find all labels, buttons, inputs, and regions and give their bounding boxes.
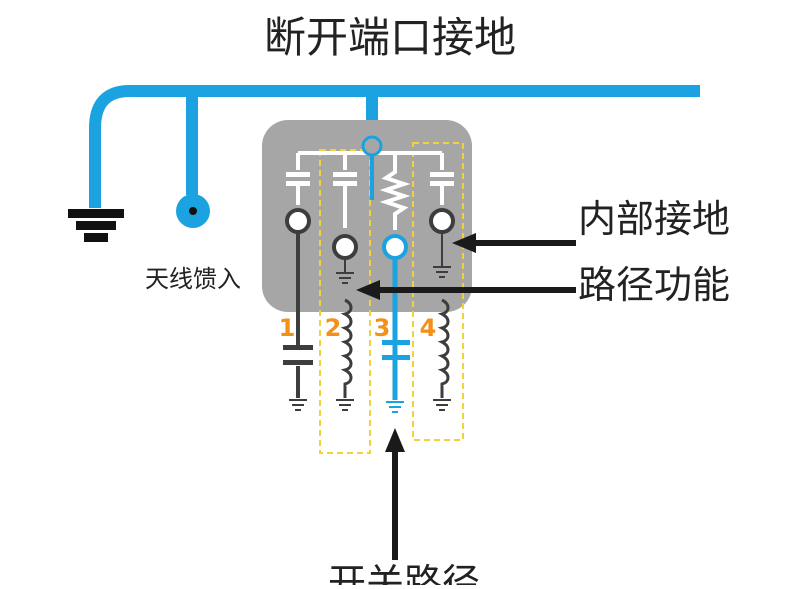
feed-junction [361, 135, 383, 157]
port-1-capacitor [283, 345, 313, 365]
ground-icon [68, 209, 124, 242]
port-number-4: 4 [420, 314, 437, 342]
port-inductors [340, 298, 450, 398]
switch-path-label: 开关路径 [328, 561, 480, 585]
branch-capacitors [286, 172, 454, 186]
port-number-3: 3 [374, 314, 391, 342]
antenna-feed-label: 天线馈入 [145, 265, 241, 293]
resistor-3 [379, 162, 411, 230]
internal-ground-label-line1: 内部接地 [578, 197, 730, 241]
antenna-feed-node [176, 194, 210, 228]
callout-arrows [356, 233, 576, 560]
port-numbers: 1 2 3 4 [279, 314, 437, 342]
port-number-1: 1 [279, 314, 296, 342]
port-3-capacitor [382, 340, 410, 360]
diagram-title: 断开端口接地 [264, 13, 516, 62]
port-number-2: 2 [325, 314, 342, 342]
internal-ground-label-line2: 路径功能 [578, 263, 730, 307]
switch-body [262, 120, 472, 312]
port-grounds [289, 399, 451, 411]
